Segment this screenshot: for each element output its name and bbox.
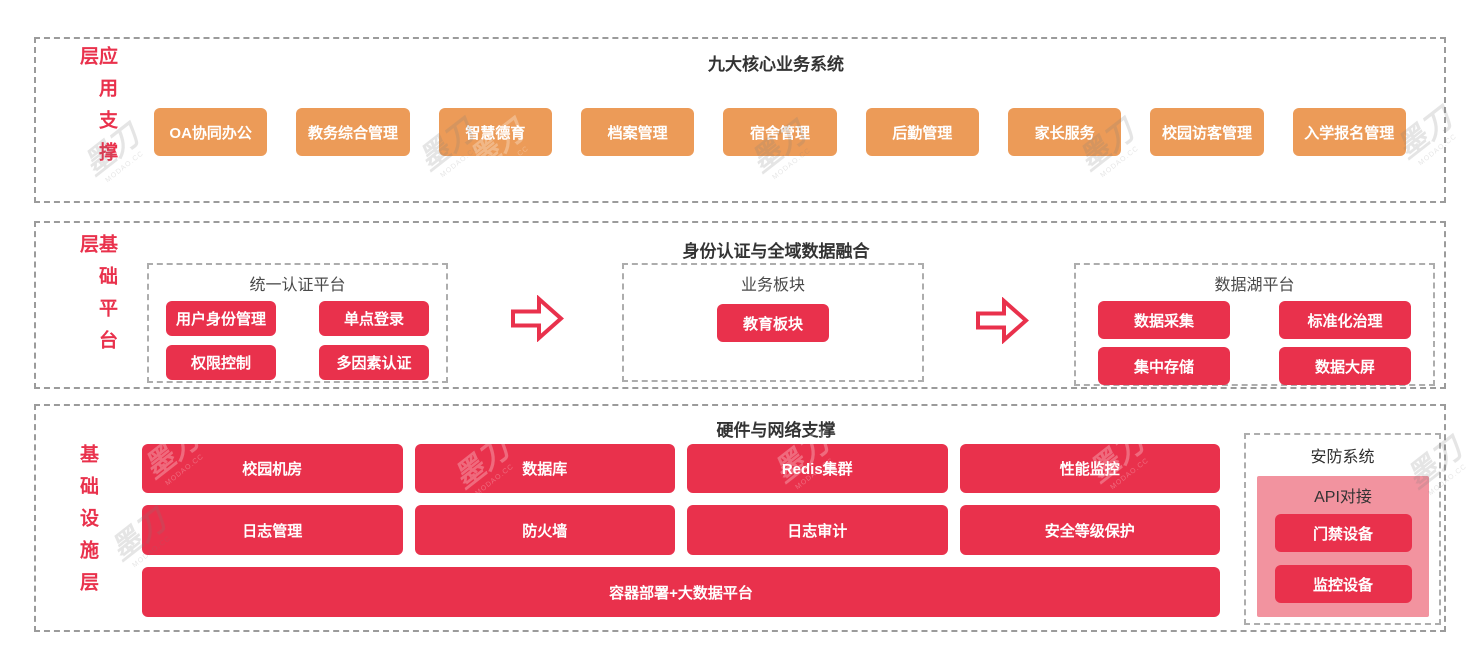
infra-node-redis-cluster[interactable]: Redis集群 xyxy=(687,444,948,493)
flow-arrow-icon xyxy=(511,295,564,342)
layer-title-hardware-network: 硬件与网络支撑 xyxy=(716,421,836,440)
infra-node-security-level-protection[interactable]: 安全等级保护 xyxy=(959,505,1220,555)
app-node-parent-service[interactable]: 家长服务 xyxy=(1007,108,1122,156)
group-title-business-section: 业务板块 xyxy=(740,277,805,294)
infra-node-log-management[interactable]: 日志管理 xyxy=(142,505,403,555)
layer-title-identity-data-fusion: 身份认证与全域数据融合 xyxy=(682,242,870,261)
security-node-access-control[interactable]: 门禁设备 xyxy=(1274,514,1412,552)
data-lake-nodes-grid: 数据采集 标准化治理 集中存储 数据大屏 xyxy=(1076,295,1433,385)
group-title-security-system: 安防系统 xyxy=(1310,449,1375,466)
auth-node-user-identity[interactable]: 用户身份管理 xyxy=(166,301,276,336)
auth-node-mfa[interactable]: 多因素认证 xyxy=(319,345,429,380)
infra-node-campus-server-room[interactable]: 校园机房 xyxy=(142,444,403,493)
app-node-archives[interactable]: 档案管理 xyxy=(580,108,695,156)
business-node-education[interactable]: 教育板块 xyxy=(717,304,829,342)
auth-node-permission[interactable]: 权限控制 xyxy=(166,345,276,380)
group-business-section: 业务板块 教育板块 xyxy=(622,263,924,382)
app-node-oa[interactable]: OA协同办公 xyxy=(154,108,268,156)
lake-node-data-screen[interactable]: 数据大屏 xyxy=(1279,347,1411,385)
group-data-lake-platform: 数据湖平台 数据采集 标准化治理 集中存储 数据大屏 xyxy=(1074,263,1435,386)
layer-label-application-support: 应用支撑层 xyxy=(77,46,117,174)
group-title-data-lake: 数据湖平台 xyxy=(1214,277,1295,294)
infra-node-log-audit[interactable]: 日志审计 xyxy=(687,505,948,555)
layer-application-support: 应用支撑层 九大核心业务系统 OA协同办公 教务综合管理 智慧德育 档案管理 宿… xyxy=(34,37,1446,203)
group-security-system: 安防系统 API对接 门禁设备 监控设备 xyxy=(1244,433,1441,625)
app-node-enrollment[interactable]: 入学报名管理 xyxy=(1292,108,1406,156)
layer-title-core-systems: 九大核心业务系统 xyxy=(708,55,844,74)
app-node-logistics[interactable]: 后勤管理 xyxy=(865,108,979,156)
api-integration-panel: API对接 门禁设备 监控设备 xyxy=(1257,476,1429,617)
app-node-academic-mgmt[interactable]: 教务综合管理 xyxy=(296,108,410,156)
lake-node-standardization[interactable]: 标准化治理 xyxy=(1279,301,1411,339)
flow-arrow-icon xyxy=(976,297,1029,344)
app-node-dormitory[interactable]: 宿舍管理 xyxy=(723,108,837,156)
lake-node-data-collection[interactable]: 数据采集 xyxy=(1098,301,1230,339)
infra-node-database[interactable]: 数据库 xyxy=(414,444,675,493)
infra-node-firewall[interactable]: 防火墙 xyxy=(414,505,675,555)
app-nodes-row: OA协同办公 教务综合管理 智慧德育 档案管理 宿舍管理 后勤管理 家长服务 校… xyxy=(154,108,1406,156)
layer-basic-platform: 基础平台层 身份认证与全域数据融合 统一认证平台 用户身份管理 单点登录 权限控… xyxy=(34,221,1446,389)
layer-label-infrastructure: 基础设施层 xyxy=(77,444,98,604)
lake-node-central-storage[interactable]: 集中存储 xyxy=(1098,347,1230,385)
group-unified-auth-platform: 统一认证平台 用户身份管理 单点登录 权限控制 多因素认证 xyxy=(147,263,448,383)
infra-nodes-grid: 校园机房 数据库 Redis集群 性能监控 日志管理 防火墙 日志审计 安全等级… xyxy=(142,444,1220,617)
infra-node-container-bigdata[interactable]: 容器部署+大数据平台 xyxy=(142,567,1220,617)
security-node-surveillance[interactable]: 监控设备 xyxy=(1274,565,1412,603)
panel-title-api-integration: API对接 xyxy=(1314,489,1372,506)
layer-infrastructure: 基础设施层 硬件与网络支撑 校园机房 数据库 Redis集群 性能监控 日志管理… xyxy=(34,404,1446,632)
group-title-unified-auth: 统一认证平台 xyxy=(249,277,346,294)
app-node-moral-education[interactable]: 智慧德育 xyxy=(438,108,552,156)
infra-node-performance-monitoring[interactable]: 性能监控 xyxy=(959,444,1220,493)
layer-label-basic-platform: 基础平台层 xyxy=(77,234,117,362)
auth-nodes-grid: 用户身份管理 单点登录 权限控制 多因素认证 xyxy=(149,295,446,380)
auth-node-sso[interactable]: 单点登录 xyxy=(319,301,429,336)
app-node-visitor-mgmt[interactable]: 校园访客管理 xyxy=(1150,108,1264,156)
